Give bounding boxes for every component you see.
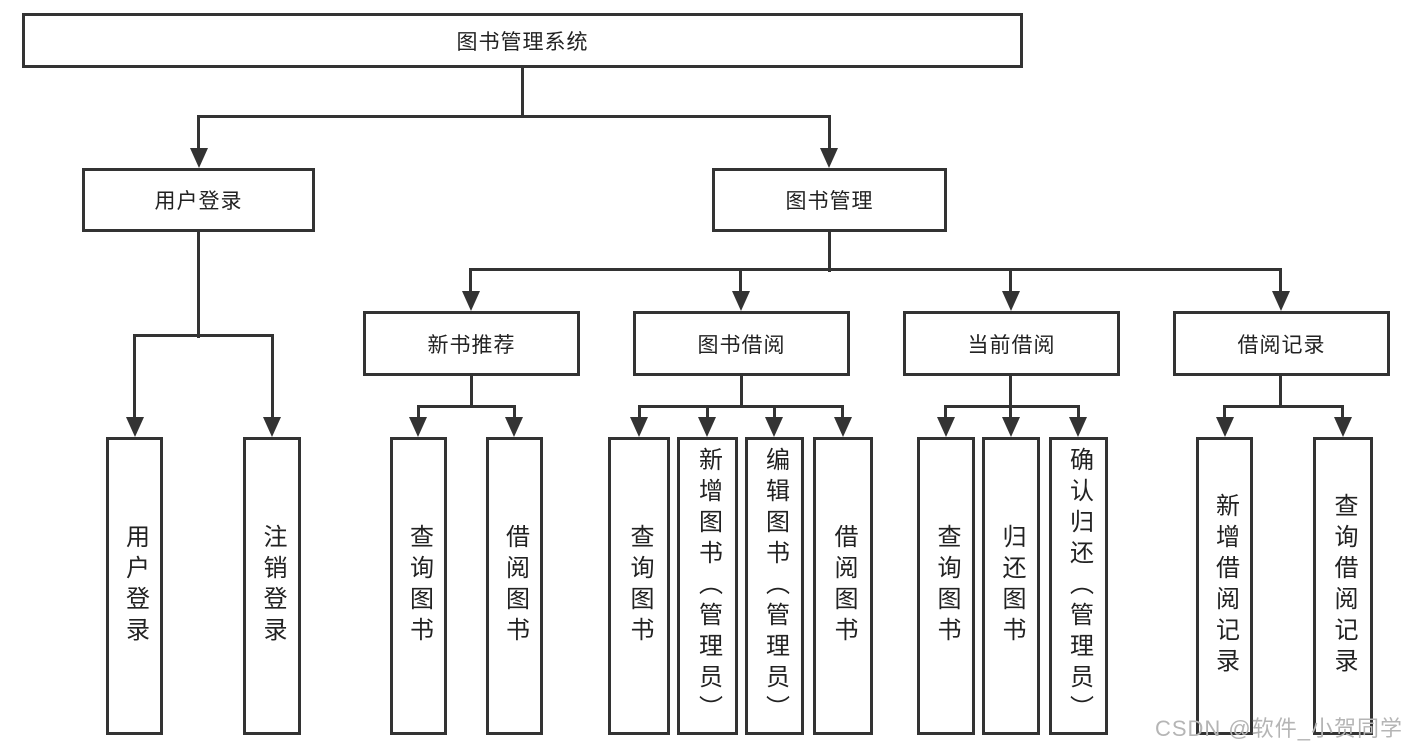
node-new-book-recommendation: 新书推荐 (363, 311, 580, 376)
connector-line (469, 268, 1282, 271)
arrow-down-icon (505, 417, 523, 437)
connector-line (1009, 376, 1012, 408)
leaf-return-books: 归还图书 (982, 437, 1040, 735)
leaf-borrow-books-recommend: 借阅图书 (486, 437, 543, 735)
connector-line (706, 405, 709, 420)
leaf-user-login: 用户登录 (106, 437, 163, 735)
connector-line (1223, 405, 1226, 420)
leaf-edit-book-admin: 编辑图书（管理员） (745, 437, 804, 735)
arrow-down-icon (462, 291, 480, 311)
connector-line (469, 268, 472, 294)
arrow-down-icon (937, 417, 955, 437)
connector-line (739, 268, 742, 294)
node-current-borrowing: 当前借阅 (903, 311, 1120, 376)
node-library-system: 图书管理系统 (22, 13, 1023, 68)
arrow-down-icon (1334, 417, 1352, 437)
connector-line (1009, 405, 1012, 420)
connector-line (828, 115, 831, 149)
leaf-query-books-borrowing: 查询图书 (608, 437, 670, 735)
arrow-down-icon (1216, 417, 1234, 437)
leaf-add-book-admin: 新增图书（管理员） (677, 437, 738, 735)
connector-line (197, 115, 200, 149)
connector-line (271, 334, 274, 420)
connector-line (1009, 268, 1012, 294)
arrow-down-icon (409, 417, 427, 437)
node-user-login: 用户登录 (82, 168, 315, 232)
connector-line (638, 405, 641, 420)
connector-line (841, 405, 844, 420)
leaf-confirm-return-admin: 确认归还（管理员） (1049, 437, 1108, 735)
arrow-down-icon (732, 291, 750, 311)
arrow-down-icon (1002, 417, 1020, 437)
leaf-query-borrow-record: 查询借阅记录 (1313, 437, 1373, 735)
connector-line (521, 68, 524, 118)
connector-line (417, 405, 515, 408)
connector-line (133, 334, 136, 420)
arrow-down-icon (1272, 291, 1290, 311)
arrow-down-icon (1069, 417, 1087, 437)
watermark: CSDN @软件_小贺同学 (1154, 716, 1403, 741)
node-borrowing-records: 借阅记录 (1173, 311, 1390, 376)
connector-line (1279, 376, 1282, 408)
connector-line (1223, 405, 1344, 408)
arrow-down-icon (834, 417, 852, 437)
connector-line (1341, 405, 1344, 420)
node-book-borrowing: 图书借阅 (633, 311, 850, 376)
leaf-query-books-current: 查询图书 (917, 437, 975, 735)
connector-line (133, 334, 274, 337)
arrow-down-icon (698, 417, 716, 437)
leaf-borrow-books-borrowing: 借阅图书 (813, 437, 873, 735)
arrow-down-icon (190, 148, 208, 168)
leaf-add-borrow-record: 新增借阅记录 (1196, 437, 1253, 735)
leaf-query-books-recommend: 查询图书 (390, 437, 447, 735)
connector-line (828, 232, 831, 272)
connector-line (197, 115, 831, 118)
connector-line (740, 376, 743, 408)
arrow-down-icon (765, 417, 783, 437)
connector-line (197, 232, 200, 338)
connector-line (1077, 405, 1080, 420)
connector-line (513, 405, 516, 420)
arrow-down-icon (1002, 291, 1020, 311)
arrow-down-icon (263, 417, 281, 437)
connector-line (470, 376, 473, 408)
connector-line (773, 405, 776, 420)
connector-line (1279, 268, 1282, 294)
leaf-logout: 注销登录 (243, 437, 301, 735)
node-book-management: 图书管理 (712, 168, 947, 232)
arrow-down-icon (820, 148, 838, 168)
connector-line (638, 405, 844, 408)
arrow-down-icon (126, 417, 144, 437)
connector-line (944, 405, 947, 420)
arrow-down-icon (630, 417, 648, 437)
connector-line (417, 405, 420, 420)
